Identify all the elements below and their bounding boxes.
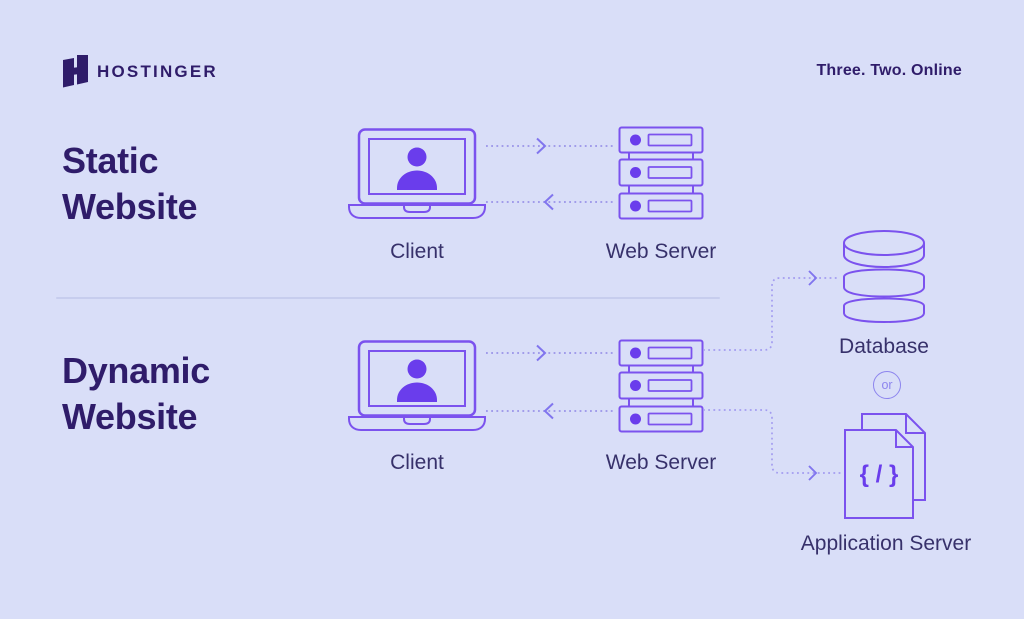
web-server-icon (618, 126, 704, 220)
static-request-response-arrows (484, 136, 618, 214)
static-website-heading: Static Website (62, 138, 342, 230)
dynamic-web-server-label: Web Server (605, 451, 717, 474)
client-laptop-icon (347, 128, 487, 221)
dynamic-request-response-arrows (484, 343, 618, 423)
dynamic-client-label: Client (390, 451, 444, 474)
person-icon (397, 359, 437, 402)
response-arrowhead-icon (543, 193, 554, 211)
client-laptop-icon (347, 340, 487, 433)
code-glyph: { / } (860, 461, 899, 488)
app-server-arrowhead-icon (808, 465, 818, 481)
dynamic-heading-line2: Website (62, 396, 198, 437)
request-arrowhead-icon (536, 137, 547, 155)
brand-wordmark: HOSTINGER (97, 62, 218, 81)
hostinger-logo-icon (62, 55, 89, 88)
static-heading-line2: Website (62, 186, 198, 227)
application-server-icon: { / } (836, 408, 928, 521)
or-badge: or (873, 371, 901, 399)
dynamic-website-heading: Dynamic Website (62, 348, 342, 440)
application-server-label: Application Server (800, 532, 972, 555)
person-icon (397, 147, 437, 190)
static-client-label: Client (390, 240, 444, 263)
static-heading-line1: Static (62, 140, 159, 181)
or-badge-label: or (881, 378, 893, 392)
section-divider (56, 297, 720, 299)
web-server-icon (618, 339, 704, 433)
response-arrowhead-icon (543, 402, 554, 420)
brand-tagline: Three. Two. Online (816, 62, 962, 79)
static-web-server-label: Web Server (605, 240, 717, 263)
connector-to-database (702, 270, 844, 356)
database-label: Database (839, 335, 929, 358)
connector-to-app-server (702, 402, 847, 484)
request-arrowhead-icon (536, 344, 547, 362)
database-icon (842, 229, 926, 324)
dynamic-heading-line1: Dynamic (62, 350, 210, 391)
database-arrowhead-icon (808, 270, 818, 286)
